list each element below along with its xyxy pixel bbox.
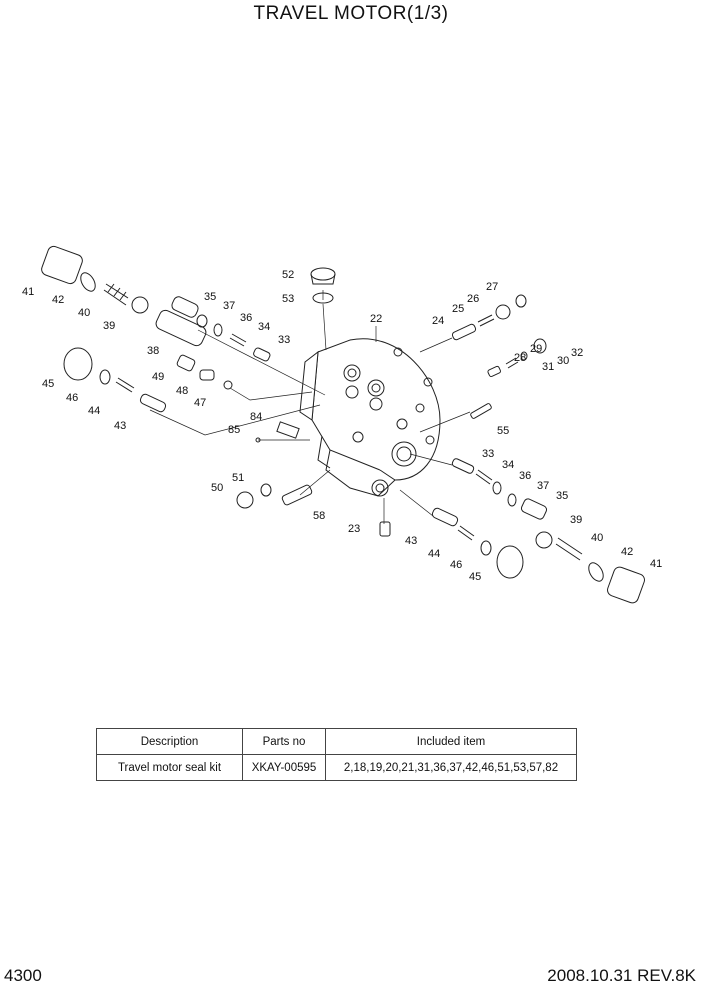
part-label: 51	[232, 472, 244, 484]
table-header-row: Description Parts no Included item	[96, 728, 577, 755]
kit-description: Travel motor seal kit	[96, 754, 243, 781]
part-label: 36	[519, 470, 531, 482]
part-label: 84	[250, 411, 262, 423]
part-label: 45	[42, 378, 54, 390]
part-label: 53	[282, 293, 294, 305]
part-label: 37	[223, 300, 235, 312]
part-label: 25	[452, 303, 464, 315]
part-label: 29	[530, 343, 542, 355]
part-label: 36	[240, 312, 252, 324]
table-row: Travel motor seal kit XKAY-00595 2,18,19…	[96, 754, 577, 781]
part-label: 33	[278, 334, 290, 346]
revision-date: 2008.10.31 REV.8K	[547, 966, 696, 985]
kit-included-items: 2,18,19,20,21,31,36,37,42,46,51,53,57,82	[325, 754, 577, 781]
part-label: 35	[556, 490, 568, 502]
part-label: 40	[78, 307, 90, 319]
part-label: 58	[313, 510, 325, 522]
leader-lines	[149, 290, 471, 524]
part-label: 38	[147, 345, 159, 357]
column-header: Description	[96, 728, 243, 755]
part-label: 50	[211, 482, 223, 494]
part-label: 30	[557, 355, 569, 367]
column-header: Parts no	[242, 728, 326, 755]
part-label: 47	[194, 397, 206, 409]
part-label: 41	[22, 286, 34, 298]
top-parts	[310, 267, 336, 304]
part-label: 44	[88, 405, 100, 417]
part-label: 39	[570, 514, 582, 526]
seal-kit-table: Description Parts no Included item Trave…	[96, 728, 577, 781]
part-label: 34	[258, 321, 270, 333]
part-label: 27	[486, 281, 498, 293]
part-label: 42	[621, 546, 633, 558]
part-label: 55	[497, 425, 509, 437]
part-label: 43	[405, 535, 417, 547]
column-header: Included item	[325, 728, 577, 755]
part-label: 52	[282, 269, 294, 281]
part-label: 34	[502, 459, 514, 471]
part-label: 37	[537, 480, 549, 492]
part-label: 28	[514, 352, 526, 364]
part-label: 85	[228, 424, 240, 436]
right-lower-parts	[236, 458, 645, 604]
part-label: 44	[428, 548, 440, 560]
part-label: 32	[571, 347, 583, 359]
part-label: 26	[467, 293, 479, 305]
part-label: 43	[114, 420, 126, 432]
part-label: 49	[152, 371, 164, 383]
part-label: 31	[542, 361, 554, 373]
part-label: 42	[52, 294, 64, 306]
part-label: 40	[591, 532, 603, 544]
kit-parts-no: XKAY-00595	[242, 754, 326, 781]
part-label: 46	[66, 392, 78, 404]
part-label: 39	[103, 320, 115, 332]
part-label: 24	[432, 315, 444, 327]
left-parts	[41, 245, 300, 443]
part-label: 41	[650, 558, 662, 570]
page-number: 4300	[4, 966, 42, 985]
part-label: 33	[482, 448, 494, 460]
motor-housing	[299, 338, 441, 497]
part-label: 48	[176, 385, 188, 397]
part-label: 22	[370, 313, 382, 325]
part-label: 35	[204, 291, 216, 303]
part-label: 23	[348, 523, 360, 535]
part-label: 45	[469, 571, 481, 583]
part-number-labels: 41 42 40 39 35 37 36 34 33 38 45 46 44 4…	[22, 269, 662, 583]
right-upper-parts	[451, 294, 547, 419]
page-title: TRAVEL MOTOR(1/3)	[253, 3, 449, 24]
part-label: 46	[450, 559, 462, 571]
